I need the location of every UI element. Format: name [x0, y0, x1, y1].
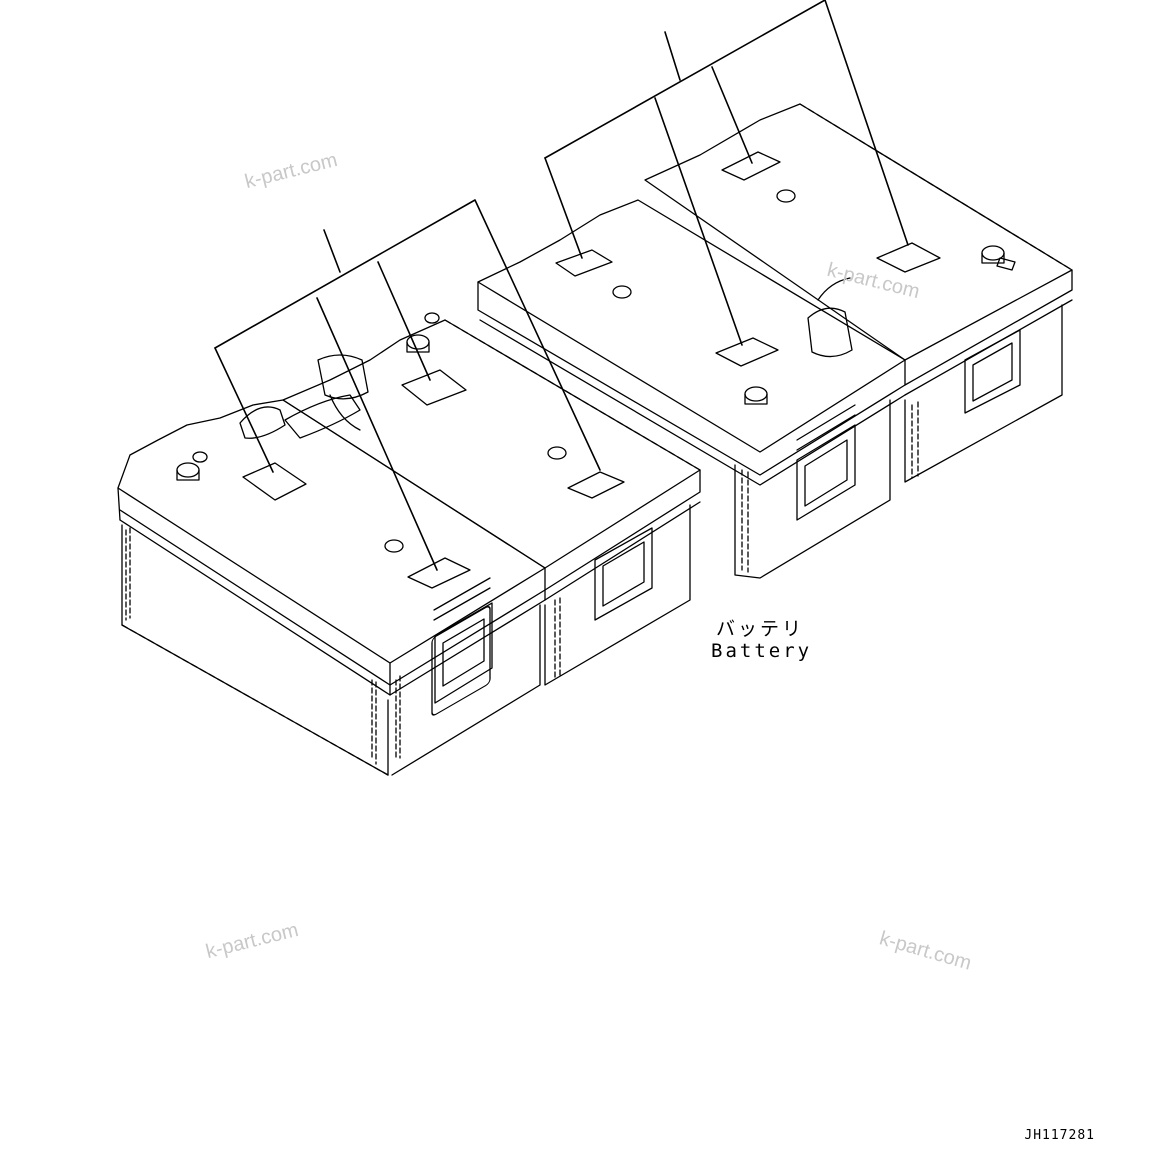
vent-cap: [547, 446, 567, 460]
vent-cap: [612, 285, 632, 299]
part-label-english: Battery: [711, 640, 813, 662]
battery-front-left: [117, 394, 546, 776]
cable-clamp: [807, 307, 853, 358]
vent-cap: [384, 539, 404, 553]
battery-lid: [477, 199, 906, 453]
handle-recess: [594, 527, 653, 621]
battery-lid: [282, 319, 701, 569]
label-plate: [567, 471, 625, 499]
label-plate: [401, 369, 467, 406]
battery-handle: [431, 606, 491, 716]
battery-lid: [117, 399, 546, 664]
label-plate: [407, 557, 471, 589]
battery-back-right: [644, 103, 1073, 483]
battery-lid: [644, 103, 1073, 361]
label-plate: [876, 242, 941, 273]
label-plate: [242, 462, 307, 501]
label-plate: [715, 337, 779, 367]
drawing-number: JH117281: [1024, 1128, 1095, 1143]
terminal-post: [176, 451, 208, 481]
battery-back-left: [282, 312, 701, 686]
terminal-post: [744, 386, 768, 405]
handle-recess: [434, 602, 493, 704]
vent-cap: [776, 189, 796, 203]
part-label-japanese: バッテリ: [716, 618, 805, 640]
terminal-post: [981, 245, 1016, 271]
cable-clamp: [239, 406, 286, 439]
label-plate: [721, 151, 781, 181]
label-plate: [555, 249, 613, 277]
cable-clamp: [317, 354, 369, 400]
handle-recess: [796, 424, 856, 521]
battery-front-right: [477, 199, 906, 579]
leader-lines: [214, 0, 909, 571]
handle-recess: [964, 329, 1021, 414]
terminal-post: [406, 312, 440, 353]
